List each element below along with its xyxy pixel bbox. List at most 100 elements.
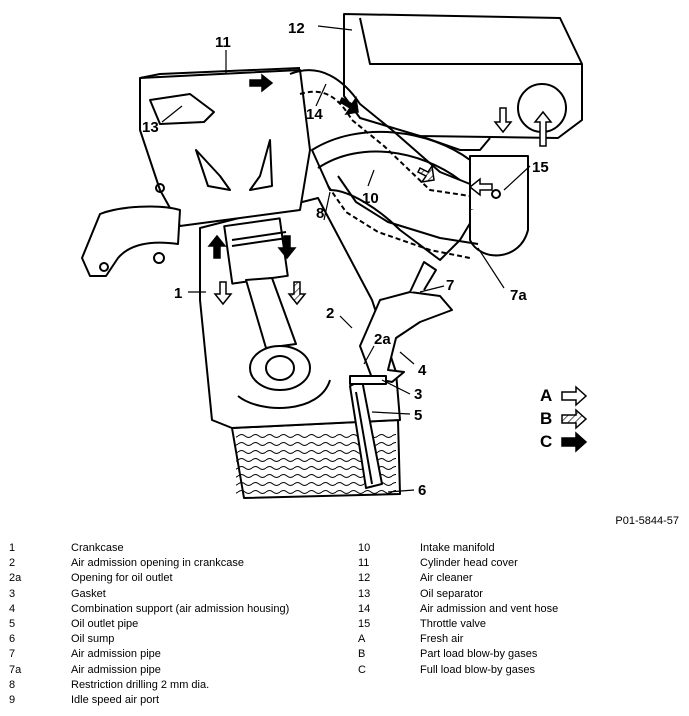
legend-key: 14	[358, 602, 371, 615]
legend-text: Air cleaner	[420, 572, 473, 585]
legend-row: A Fresh air	[358, 632, 558, 647]
legend-key: 15	[358, 618, 371, 631]
legend-key: C	[358, 663, 366, 676]
legend-text: Oil outlet pipe	[71, 618, 139, 631]
callout-1: 1	[174, 285, 182, 302]
air-admission-vent-hose	[289, 69, 471, 185]
callout-7a: 7a	[510, 287, 527, 304]
legend-row: 10 Intake manifold	[358, 541, 558, 556]
callout-12: 12	[288, 20, 305, 37]
legend-row: 6 Oil sump	[9, 632, 289, 647]
callout-14: 14	[306, 106, 323, 123]
legend-text: Oil sump	[71, 633, 115, 646]
legend-left-column: 1 Crankcase 2 Air admission opening in cran…	[9, 541, 289, 708]
legend-text: Fresh air	[420, 633, 464, 646]
legend-key: 6	[9, 633, 16, 646]
legend-row: 2 Air admission opening in crankcase	[9, 556, 289, 571]
throttle-valve-housing	[469, 155, 529, 257]
callout-labels: 12 11 13 14 15 10 8 1 7 7a 2 2a 4 3 5 6	[142, 20, 549, 499]
gasket	[349, 375, 387, 385]
legend-key: A	[358, 633, 366, 646]
flow-legend-c-letter: C	[540, 432, 552, 451]
legend-text: Idle speed air port	[71, 694, 160, 707]
legend-text: Oil separator	[420, 587, 483, 600]
legend-key: 11	[358, 557, 370, 570]
legend-row: 14 Air admission and vent hose	[358, 602, 558, 617]
legend-row: 8 Restriction drilling 2 mm dia.	[9, 678, 289, 693]
legend-key: 9	[9, 694, 16, 707]
legend-key: B	[358, 648, 366, 661]
legend-text: Air admission and vent hose	[420, 602, 559, 615]
legend-row: 7 Air admission pipe	[9, 647, 289, 662]
callout-2a: 2a	[374, 331, 391, 348]
legend-text: Air admission pipe	[71, 648, 161, 661]
legend-row: 1 Crankcase	[9, 541, 289, 556]
legend-row: 15 Throttle valve	[358, 617, 558, 632]
legend-text: Air admission pipe	[71, 663, 161, 676]
callout-11: 11	[215, 34, 231, 51]
legend-row: 12 Air cleaner	[358, 571, 558, 586]
callout-13: 13	[142, 119, 159, 136]
flow-legend-b-letter: B	[540, 409, 552, 428]
exhaust-manifold-pipe	[81, 205, 181, 277]
legend-key: 1	[9, 542, 16, 554]
flow-arrows	[207, 73, 553, 306]
legend-row: 3 Gasket	[9, 587, 289, 602]
legend-text: Gasket	[71, 587, 106, 600]
legend-key: 2a	[9, 572, 22, 585]
legend-text: Crankcase	[71, 542, 124, 554]
flow-legend-a-letter: A	[540, 386, 552, 405]
legend-row: 2a Opening for oil outlet	[9, 571, 289, 586]
air-admission-pipe	[327, 185, 471, 259]
legend-text: Restriction drilling 2 mm dia.	[71, 678, 210, 691]
callout-7: 7	[446, 277, 454, 294]
legend-key: 3	[9, 587, 16, 600]
legend-row: B Part load blow-by gases	[358, 647, 558, 662]
legend-text: Intake manifold	[420, 542, 495, 554]
legend-row: 4 Combination support (air admission hous…	[9, 602, 289, 617]
flow-legend-c-arrow	[561, 431, 588, 453]
callout-8: 8	[316, 205, 324, 222]
legend-row: 11 Cylinder head cover	[358, 556, 558, 571]
legend-key: 4	[9, 602, 16, 615]
legend-text: Full load blow-by gases	[420, 663, 535, 676]
callout-4: 4	[418, 362, 427, 379]
figure-reference: P01-5844-57	[615, 515, 679, 527]
legend-key: 5	[9, 618, 16, 631]
flow-legend-a-arrow	[561, 385, 588, 407]
legend-text: Air admission opening in crankcase	[71, 557, 245, 570]
callout-2: 2	[326, 305, 334, 322]
legend-row: C Full load blow-by gases	[358, 663, 558, 678]
legend-key: 7	[9, 648, 16, 661]
callout-6: 6	[418, 482, 426, 499]
engine-ventilation-diagram: 12 11 13 14 15 10 8 1 7 7a 2 2a 4 3 5 6 …	[81, 13, 588, 499]
legend-key: 7a	[9, 663, 22, 676]
legend-text: Cylinder head cover	[420, 557, 518, 570]
legend-text: Opening for oil outlet	[71, 572, 173, 585]
legend-row: 5 Oil outlet pipe	[9, 617, 289, 632]
legend-row: 9 Idle speed air port	[9, 693, 289, 708]
leader-lines	[161, 25, 531, 493]
combination-support	[359, 291, 453, 383]
legend-row: 7a Air admission pipe	[9, 663, 289, 678]
legend-key: 13	[358, 587, 371, 600]
legend-text: Combination support (air admission housi…	[71, 602, 290, 615]
legend-key: 8	[9, 678, 16, 691]
flow-legend-b-arrow	[561, 408, 588, 430]
legend-key: 10	[358, 542, 371, 554]
callout-5: 5	[414, 407, 422, 424]
callout-15: 15	[532, 159, 549, 176]
legend-row: 13 Oil separator	[358, 587, 558, 602]
callout-3: 3	[414, 386, 422, 403]
oil-separator	[149, 93, 215, 125]
legend-key: 2	[9, 557, 16, 570]
air-cleaner	[343, 13, 583, 151]
legend-text: Part load blow-by gases	[420, 648, 538, 661]
cylinder-head-cover	[139, 69, 311, 227]
legend-key: 12	[358, 572, 371, 585]
flow-legend: A B C	[540, 385, 588, 453]
piston-assembly	[223, 217, 331, 409]
legend-text: Throttle valve	[420, 618, 487, 631]
callout-10: 10	[362, 190, 379, 207]
